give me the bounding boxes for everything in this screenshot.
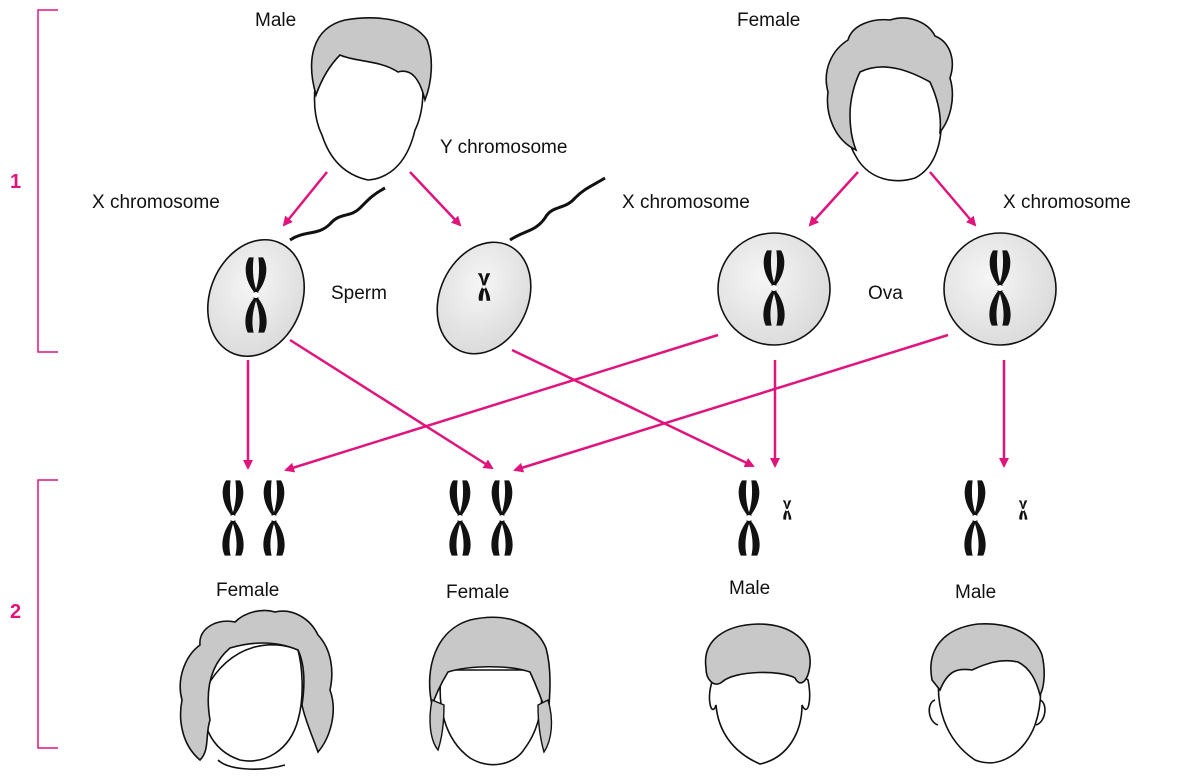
x-chromosome-icon — [263, 480, 284, 555]
x-chromosome-label-mid: X chromosome — [622, 192, 750, 214]
stage-2-label: 2 — [10, 601, 21, 624]
female-parent-face — [826, 18, 952, 181]
stage-1-bracket — [38, 10, 58, 352]
male-child-face — [706, 624, 811, 764]
y-chromosome-label: Y chromosome — [440, 137, 567, 159]
female-child-face — [180, 610, 333, 769]
y-chromosome-icon — [783, 500, 792, 519]
ova-label: Ova — [868, 283, 903, 305]
x-chromosome-icon — [222, 480, 243, 555]
x-chromosome-icon — [449, 480, 470, 555]
sperm-tail — [510, 178, 605, 240]
sperm-tail — [290, 188, 385, 240]
x-chromosome-label-left: X chromosome — [92, 192, 220, 214]
male-parent-label: Male — [255, 10, 296, 32]
x-chromosome-icon — [964, 480, 985, 555]
offspring-3-label: Male — [729, 578, 770, 600]
female-parent-label: Female — [737, 10, 800, 32]
offspring-4-label: Male — [955, 582, 996, 604]
offspring-1-label: Female — [216, 580, 279, 602]
inheritance-arrows — [248, 172, 1004, 470]
female-child-face — [430, 617, 552, 764]
male-parent-face — [312, 18, 432, 180]
y-sperm-cell — [420, 227, 549, 369]
x-chromosome-icon — [491, 480, 512, 555]
male-child-face — [929, 624, 1045, 763]
x-chromosome-label-right: X chromosome — [1003, 192, 1131, 214]
y-chromosome-icon — [1019, 500, 1028, 519]
offspring-2-label: Female — [446, 582, 509, 604]
sperm-label: Sperm — [331, 283, 387, 305]
x-chromosome-icon — [738, 480, 759, 555]
stage-2-bracket — [38, 480, 58, 748]
stage-1-label: 1 — [10, 171, 21, 194]
